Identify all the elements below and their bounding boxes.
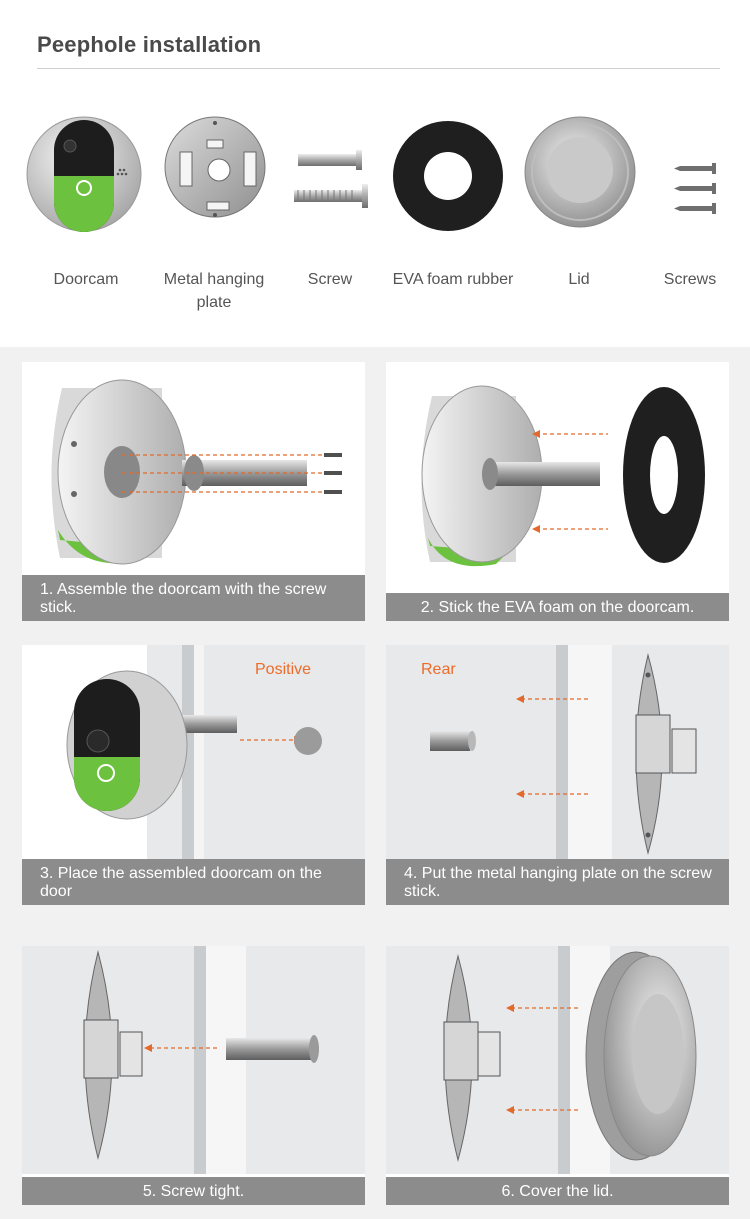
step-3-illustration (66, 645, 365, 867)
step-4-card: Rear 4. Put the metal hanging plate on t… (386, 645, 729, 905)
part-label: EVA foam rubber (392, 271, 514, 288)
foam-ring-icon (384, 110, 522, 240)
screw-stick-icon (286, 110, 374, 240)
step-5-illustration (22, 946, 365, 1174)
part-doorcam: Doorcam (24, 110, 148, 310)
part-metal-plate: Metal hanging plate (152, 110, 276, 311)
step-5-caption: 5. Screw tight. (22, 1177, 365, 1205)
part-foam: EVA foam rubber (384, 110, 522, 310)
step-3-card: Positive 3. Place the assembled doorcam … (22, 645, 365, 905)
part-screws: Screws (650, 110, 730, 310)
part-label: Metal hanging plate (163, 271, 265, 311)
step-6-illustration (386, 946, 729, 1174)
part-lid: Lid (520, 110, 638, 310)
title-divider (37, 68, 720, 69)
step-2-illustration (421, 385, 705, 567)
doorcam-icon (24, 110, 148, 240)
lid-icon (520, 110, 638, 240)
part-label: Lid (568, 271, 590, 288)
part-label: Doorcam (53, 271, 119, 288)
part-screw: Screw (286, 110, 374, 310)
metal-plate-icon (152, 110, 276, 240)
step-4-caption: 4. Put the metal hanging plate on the sc… (386, 859, 729, 905)
step-6-card: 6. Cover the lid. (386, 946, 729, 1205)
step-6-caption: 6. Cover the lid. (386, 1177, 729, 1205)
step-4-illustration (386, 645, 729, 867)
step-3-caption: 3. Place the assembled doorcam on the do… (22, 859, 365, 905)
step-1-caption: 1. Assemble the doorcam with the screw s… (22, 575, 365, 621)
part-label: Screw (307, 271, 353, 288)
page-title: Peephole installation (37, 32, 262, 57)
step-1-illustration (51, 379, 342, 565)
step-1-card: 1. Assemble the doorcam with the screw s… (22, 362, 365, 621)
rear-label: Rear (421, 661, 456, 678)
step-5-card: 5. Screw tight. (22, 946, 365, 1205)
step-2-card: 2. Stick the EVA foam on the doorcam. (386, 362, 729, 621)
step-2-caption: 2. Stick the EVA foam on the doorcam. (386, 593, 729, 621)
part-label: Screws (663, 271, 717, 288)
positive-label: Positive (255, 661, 312, 678)
screws-icon (650, 110, 730, 240)
